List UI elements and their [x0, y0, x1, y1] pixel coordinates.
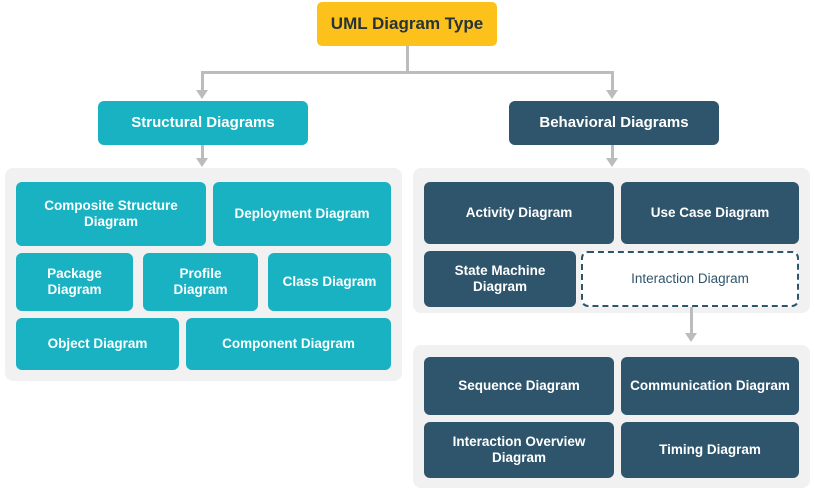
node-class-diagram[interactable]: Class Diagram [268, 253, 391, 311]
arrowhead-behavioral-panel-icon [606, 158, 618, 167]
node-profile-diagram[interactable]: Profile Diagram [143, 253, 258, 311]
node-deployment-diagram[interactable]: Deployment Diagram [213, 182, 391, 246]
node-package-diagram[interactable]: Package Diagram [16, 253, 133, 311]
arrowhead-interaction-panel-icon [685, 333, 697, 342]
arrowhead-structural-panel-icon [196, 158, 208, 167]
node-sequence-diagram[interactable]: Sequence Diagram [424, 357, 614, 415]
node-communication-diagram[interactable]: Communication Diagram [621, 357, 799, 415]
panel-behavioral-diagrams: Activity Diagram Use Case Diagram State … [413, 168, 810, 313]
node-timing-diagram[interactable]: Timing Diagram [621, 422, 799, 478]
node-activity-diagram[interactable]: Activity Diagram [424, 182, 614, 244]
node-interaction-diagram[interactable]: Interaction Diagram [581, 251, 799, 307]
arrowhead-to-structural-icon [196, 90, 208, 99]
connector-root-stem [406, 46, 409, 72]
panel-interaction-diagrams: Sequence Diagram Communication Diagram I… [413, 345, 810, 488]
panel-structural-diagrams: Composite Structure Diagram Deployment D… [5, 168, 402, 381]
connector-structural-to-panel [201, 145, 204, 161]
node-state-machine-diagram[interactable]: State Machine Diagram [424, 251, 576, 307]
node-object-diagram[interactable]: Object Diagram [16, 318, 179, 370]
node-interaction-overview-diagram[interactable]: Interaction Overview Diagram [424, 422, 614, 478]
node-uml-diagram-type[interactable]: UML Diagram Type [317, 2, 497, 46]
connector-behavioral-to-panel [611, 145, 614, 161]
node-composite-structure-diagram[interactable]: Composite Structure Diagram [16, 182, 206, 246]
connector-to-behavioral [611, 71, 614, 92]
node-behavioral-diagrams[interactable]: Behavioral Diagrams [509, 101, 719, 145]
node-component-diagram[interactable]: Component Diagram [186, 318, 391, 370]
arrowhead-to-behavioral-icon [606, 90, 618, 99]
connector-interaction-to-panel [690, 307, 693, 336]
connector-to-structural [201, 71, 204, 92]
node-structural-diagrams[interactable]: Structural Diagrams [98, 101, 308, 145]
connector-root-horizontal [201, 71, 613, 74]
node-use-case-diagram[interactable]: Use Case Diagram [621, 182, 799, 244]
